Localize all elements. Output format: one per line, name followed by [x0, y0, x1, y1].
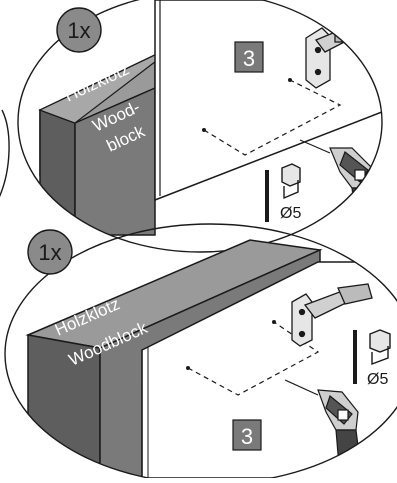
- bottom-fitting-icon: [369, 329, 391, 366]
- top-guide-lines: [203, 79, 342, 156]
- bottom-drill-point-left: [186, 366, 190, 370]
- top-fitting-icon: [281, 163, 301, 200]
- top-drill-size: Ø5: [280, 205, 301, 222]
- top-step-number: 3: [243, 46, 255, 71]
- top-drill-point-right: [288, 78, 292, 82]
- bottom-quantity-text: 1x: [38, 240, 61, 265]
- bottom-quantity-badge: 1x: [27, 229, 73, 275]
- bottom-drill-size: Ø5: [367, 371, 388, 388]
- bottom-zoom-circle: [4, 223, 397, 483]
- top-drill-point-left: [202, 128, 206, 132]
- bottom-step-number: 3: [241, 424, 253, 449]
- top-quantity-badge: 1x: [56, 7, 102, 53]
- top-drill-bit-icon: [265, 170, 269, 222]
- top-panel: 1x Holzklotz Wood- block 3 Ø5: [0, 0, 383, 253]
- top-drill-icon: [299, 139, 381, 236]
- top-zoom-circle: [17, 0, 383, 253]
- top-quantity-text: 1x: [67, 18, 90, 43]
- bottom-drill-point-right: [272, 320, 276, 324]
- bottom-hinge-icon: [291, 283, 373, 347]
- top-step-box: 3: [234, 41, 264, 73]
- bottom-drill-bit-icon: [353, 330, 357, 384]
- bottom-step-box: 3: [232, 419, 262, 451]
- top-left-circle-fragment: [0, 109, 10, 197]
- top-panel-board: [154, 0, 382, 202]
- bottom-panel: 1x Holzklotz Woodblock 3 Ø5: [4, 223, 397, 483]
